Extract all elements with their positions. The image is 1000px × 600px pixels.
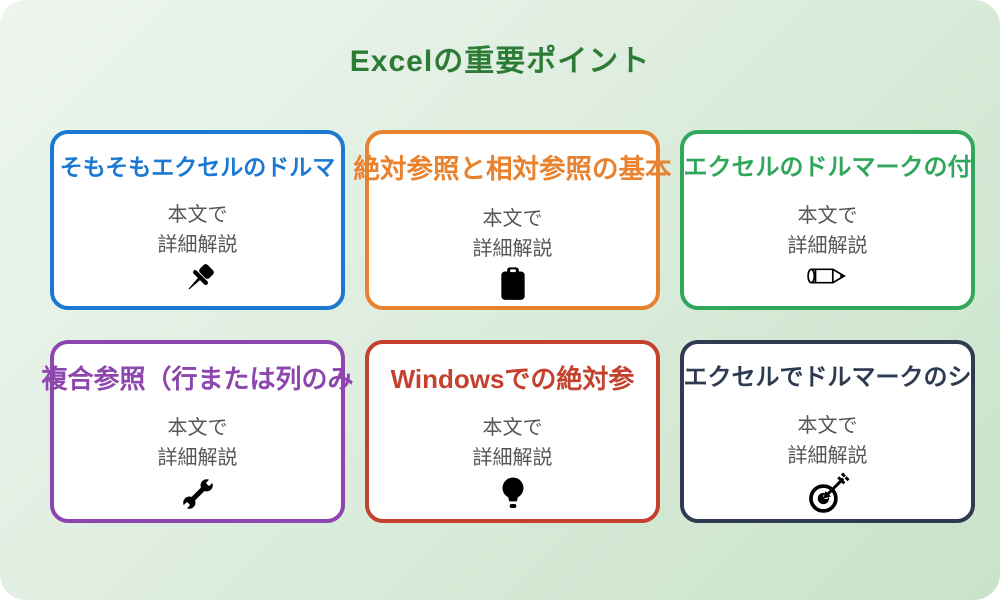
card-body-line1: 本文で [167, 417, 228, 440]
card-body-line2: 詳細解説 [157, 233, 238, 256]
pencil-icon [804, 261, 852, 292]
card-body-line2: 詳細解説 [787, 444, 868, 467]
card-body: 本文で 詳細解説 [158, 200, 238, 260]
card-body-line1: 本文で [797, 204, 858, 227]
card-body-line2: 詳細解説 [787, 234, 868, 257]
card-body-line1: 本文で [482, 417, 543, 440]
page-title: Excelの重要ポイント [349, 45, 651, 78]
card-body-line2: 詳細解説 [472, 237, 553, 260]
card-title: エクセルのドルマークの付 [683, 154, 972, 181]
card-excel-dollar-shortcut: エクセルでドルマークのシ 本文で 詳細解説 [680, 340, 975, 523]
card-body-line1: 本文で [482, 207, 543, 230]
lightbulb-icon [493, 473, 533, 513]
card-title: 複合参照（行または列のみ [41, 364, 354, 394]
card-body-line1: 本文で [167, 203, 228, 226]
card-excel-dollar-mark: エクセルのドルマークの付 本文で 詳細解説 [680, 130, 975, 310]
card-body-line1: 本文で [797, 414, 858, 437]
card-body: 本文で 詳細解説 [473, 413, 553, 473]
card-title: エクセルでドルマークのシ [683, 364, 972, 391]
target-dart-icon [806, 471, 850, 515]
card-body: 本文で 詳細解説 [473, 204, 553, 264]
card-body: 本文で 詳細解説 [788, 411, 868, 471]
card-mixed-reference: 複合参照（行または列のみ 本文で 詳細解説 [42, 340, 354, 523]
card-grid: そもそもエクセルのドルマ 本文で 詳細解説 絶対参照と相対参照の基本 本文で [42, 130, 975, 523]
card-title: そもそもエクセルのドルマ [59, 154, 336, 180]
card-windows-absolute: Windowsでの絶対参 本文で 詳細解説 [365, 340, 660, 523]
wrench-icon [177, 473, 219, 515]
card-title: Windowsでの絶対参 [390, 364, 635, 394]
card-body-line2: 詳細解説 [157, 447, 238, 470]
pushpin-icon [178, 260, 218, 300]
card-body-line2: 詳細解説 [472, 447, 553, 470]
card-excel-dollar-intro: そもそもエクセルのドルマ 本文で 詳細解説 [50, 130, 345, 310]
card-body: 本文で 詳細解説 [788, 201, 868, 261]
card-body: 本文で 詳細解説 [158, 413, 238, 473]
card-title: 絶対参照と相対参照の基本 [353, 154, 672, 184]
clipboard-icon [493, 264, 533, 304]
card-absolute-relative-basics: 絶対参照と相対参照の基本 本文で 詳細解説 [354, 130, 672, 310]
